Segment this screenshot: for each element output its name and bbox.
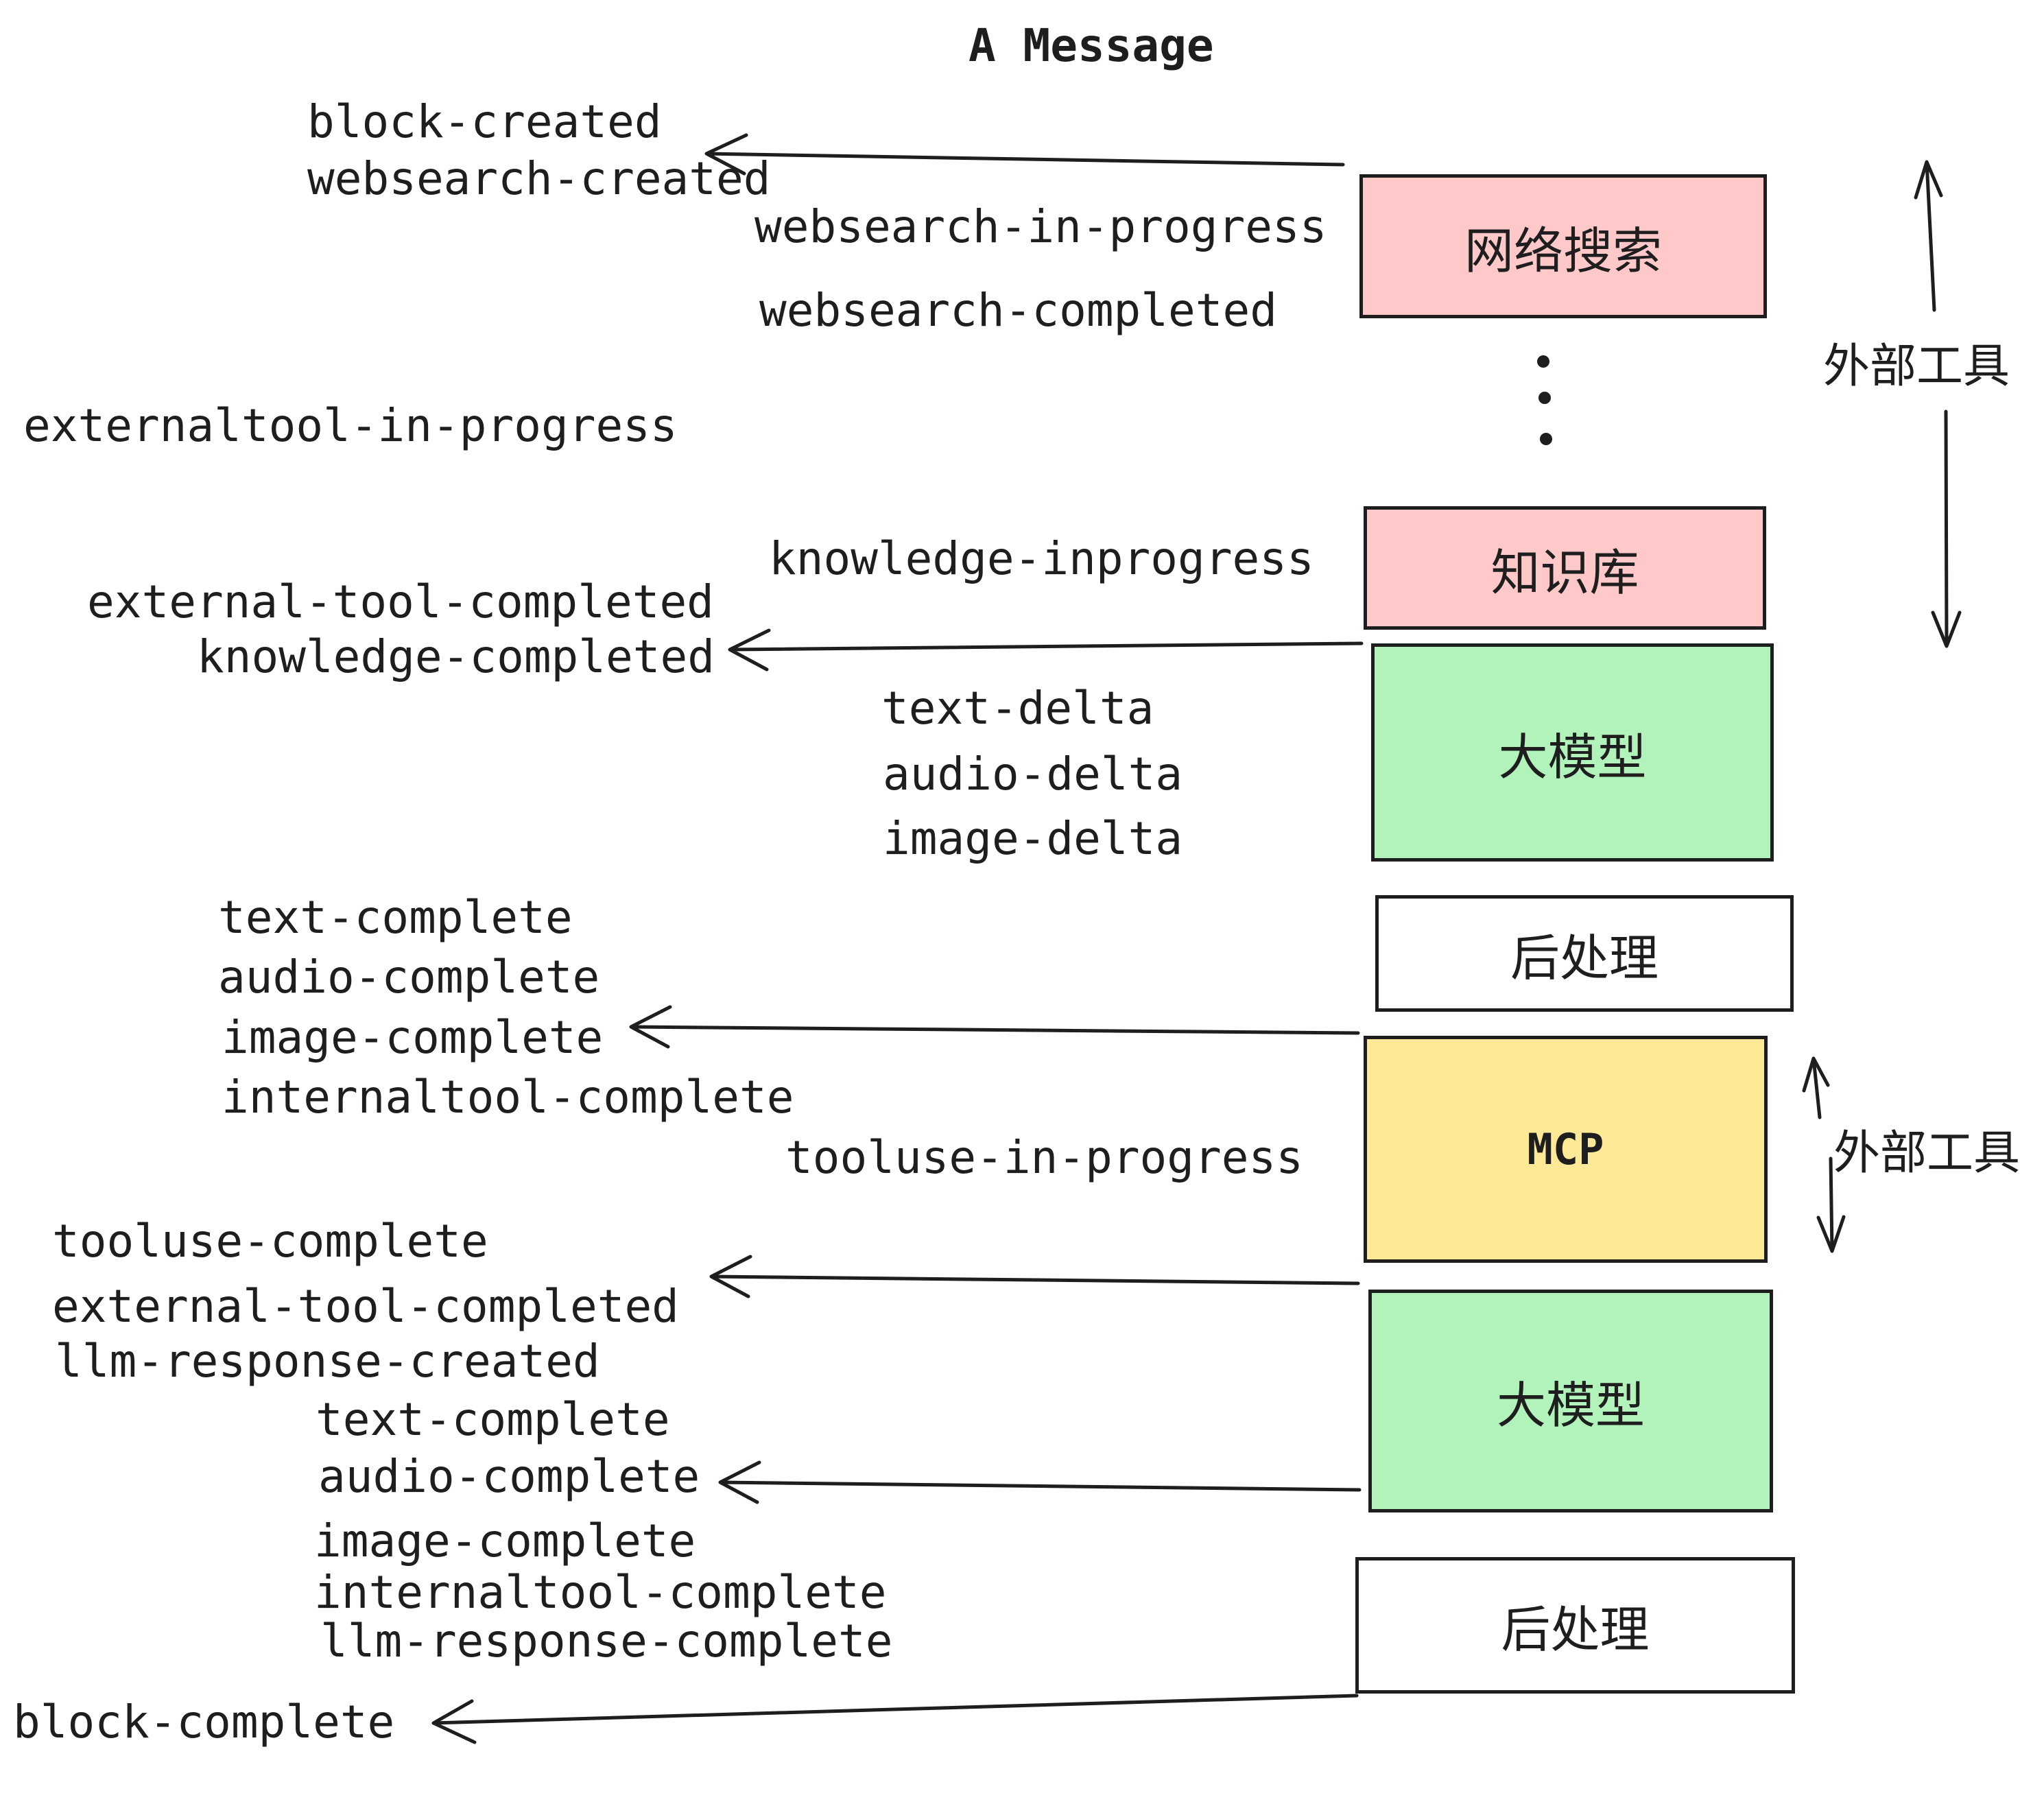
event-label-knowledge-inprogress: knowledge-inprogress	[769, 532, 1314, 585]
arrow-to-block-complete-icon	[431, 1694, 1359, 1744]
arrow-to-image-complete-icon	[629, 1005, 1360, 1049]
box-mcp-label: MCP	[1527, 1124, 1604, 1174]
box-postprocess-2: 后处理	[1355, 1557, 1795, 1694]
page-title: A Message	[968, 19, 1214, 72]
arrow-to-knowledge-completed-icon	[728, 628, 1364, 672]
event-label-internaltool-complete-2: internaltool-complete	[314, 1566, 887, 1619]
box-llm-1: 大模型	[1371, 643, 1774, 862]
event-label-audio-complete-2: audio-complete	[318, 1450, 700, 1503]
event-label-llm-response-complete: llm-response-complete	[320, 1615, 893, 1667]
box-websearch-label: 网络搜索	[1464, 224, 1662, 279]
external-tools-label-top: 外部工具	[1823, 340, 2010, 392]
event-label-audio-complete-1: audio-complete	[218, 951, 600, 1004]
arrow-to-block-created-icon	[704, 133, 1345, 176]
event-label-internaltool-complete-1: internaltool-complete	[222, 1071, 794, 1124]
event-label-text-delta-1: text-delta	[881, 682, 1154, 735]
event-label-text-complete-1: text-complete	[218, 891, 573, 944]
event-label-llm-response-created: llm-response-created	[55, 1335, 600, 1388]
box-mcp: MCP	[1364, 1036, 1768, 1263]
external-tools-up-arrow-bottom-icon	[1802, 1056, 1830, 1119]
arrow-to-audio-complete-icon	[718, 1460, 1362, 1504]
event-label-tooluse-complete: tooluse-complete	[52, 1215, 488, 1268]
event-label-websearch-created: websearch-created	[307, 152, 771, 205]
box-llm-2-label: 大模型	[1496, 1379, 1645, 1434]
event-label-websearch-in-progress: websearch-in-progress	[754, 200, 1327, 253]
box-postprocess-1: 后处理	[1375, 895, 1794, 1012]
event-label-image-complete-1: image-complete	[222, 1011, 604, 1064]
box-postprocess-1-label: 后处理	[1510, 931, 1659, 986]
event-label-image-complete-2: image-complete	[314, 1515, 696, 1567]
external-tools-label-bottom: 外部工具	[1833, 1127, 2021, 1179]
arrow-to-tooluse-complete-icon	[709, 1255, 1360, 1298]
event-label-websearch-completed: websearch-completed	[759, 284, 1277, 337]
box-llm-2: 大模型	[1368, 1290, 1773, 1512]
event-label-audio-delta-1: audio-delta	[883, 748, 1183, 800]
box-knowledge: 知识库	[1364, 506, 1766, 630]
external-tools-down-arrow-top-icon	[1931, 410, 1962, 648]
event-label-external-tool-completed-1: external-tool-completed	[87, 575, 714, 628]
box-knowledge-label: 知识库	[1490, 545, 1639, 601]
event-label-external-tool-completed-2: external-tool-completed	[52, 1280, 679, 1333]
box-postprocess-2-label: 后处理	[1501, 1603, 1650, 1658]
event-label-block-complete: block-complete	[13, 1696, 395, 1748]
event-label-image-delta-1: image-delta	[883, 812, 1183, 865]
vertical-ellipsis-icon	[1537, 355, 1552, 445]
external-tools-up-arrow-top-icon	[1914, 160, 1943, 312]
box-websearch: 网络搜索	[1359, 174, 1767, 318]
event-label-tooluse-in-progress: tooluse-in-progress	[785, 1131, 1303, 1184]
event-label-text-complete-2: text-complete	[316, 1393, 670, 1446]
event-label-block-created: block-created	[307, 95, 662, 148]
event-label-knowledge-completed: knowledge-completed	[197, 630, 715, 683]
box-llm-1-label: 大模型	[1498, 730, 1647, 785]
event-label-externaltool-in-progress: externaltool-in-progress	[23, 399, 678, 452]
